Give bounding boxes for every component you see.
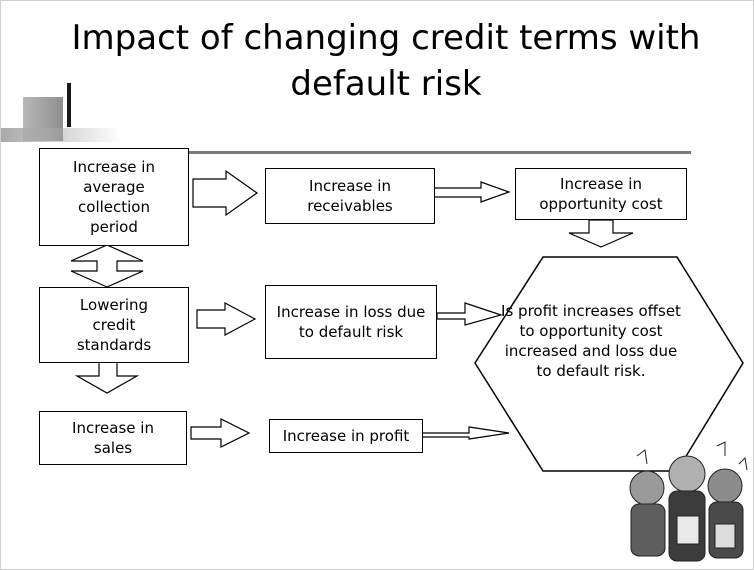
box-label: Increase in average collection period (73, 158, 155, 236)
title-line-1: Impact of changing credit terms with (71, 18, 701, 58)
box-label: Lowering credit standards (76, 296, 152, 354)
box-increase-opportunity-cost: Increase in opportunity cost (515, 168, 687, 220)
decorative-gradient-bar (1, 128, 121, 142)
arrow-collection-lowering-double (70, 244, 144, 288)
box-increase-receivables: Increase in receivables (265, 168, 435, 224)
box-label: Increase in loss due to default risk (276, 303, 426, 341)
decision-text: Is profit increases offset to opportunit… (501, 302, 681, 380)
box-label: Increase in profit (282, 427, 410, 445)
arrow-lowering-to-sales (74, 360, 140, 394)
people-clipart-icon (629, 441, 748, 562)
arrow-receivables-to-opportunity (432, 181, 511, 203)
box-label: Increase in receivables (307, 177, 393, 215)
arrow-opportunity-to-decision (568, 219, 634, 248)
arrow-lowering-to-loss (196, 302, 257, 336)
arrow-sales-to-profit (190, 418, 251, 448)
slide-title: Impact of changing credit terms with def… (41, 15, 731, 107)
box-lowering-credit-standards: Lowering credit standards (39, 287, 189, 363)
box-label: Increase in opportunity cost (539, 175, 663, 213)
decorative-horizontal-line (71, 151, 691, 154)
decorative-vertical-line (67, 83, 71, 127)
arrow-collection-to-receivables (192, 169, 259, 217)
title-line-2: default risk (290, 64, 482, 104)
box-label: Increase in sales (72, 419, 154, 457)
box-loss-default-risk: Increase in loss due to default risk (265, 285, 437, 359)
arrow-profit-to-decision (420, 426, 510, 440)
box-increase-sales: Increase in sales (39, 411, 187, 465)
box-increase-profit: Increase in profit (269, 419, 423, 453)
box-average-collection-period: Increase in average collection period (39, 148, 189, 246)
arrow-loss-to-decision (436, 302, 504, 326)
